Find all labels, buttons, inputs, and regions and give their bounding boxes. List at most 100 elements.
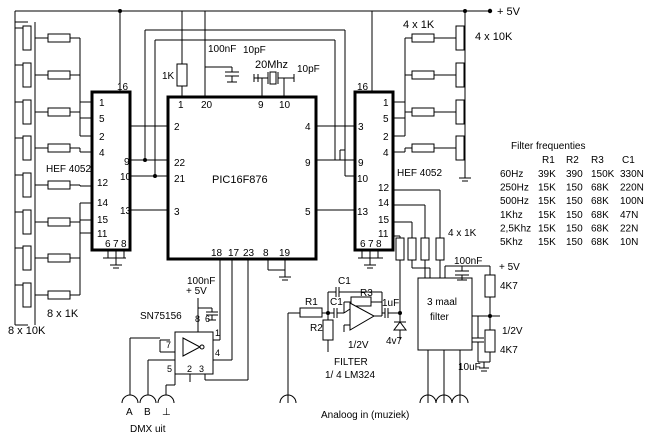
filter-table-cell: 150 <box>566 196 583 207</box>
vcc-label-top: + 5V <box>497 6 521 18</box>
svg-text:17: 17 <box>228 248 240 259</box>
left-mux-chip <box>90 90 132 252</box>
vcc-rail-top <box>15 8 493 14</box>
right-resistor <box>411 70 435 80</box>
mcu-chip <box>166 95 318 261</box>
right-resistor <box>411 107 435 117</box>
filter-block-outputs <box>419 350 469 404</box>
filter-table-cell: 39K <box>538 169 556 180</box>
svg-text:2: 2 <box>383 132 389 143</box>
filter-table-cell: 220N <box>620 183 644 194</box>
left-pot <box>22 282 32 308</box>
right-mux-chip <box>353 90 395 252</box>
mcu-to-right-mux-wires <box>316 30 355 211</box>
svg-text:14: 14 <box>97 198 109 209</box>
left-resistor <box>47 143 71 153</box>
svg-text:7: 7 <box>113 239 119 250</box>
right-pot-ladder <box>459 11 471 182</box>
dmx-out-a: A <box>126 407 133 418</box>
right-resistor <box>411 33 435 43</box>
filter-table-cell: 150K <box>591 169 615 180</box>
filter-table-cell: 150 <box>566 183 583 194</box>
filter-table-cell: 500Hz <box>500 196 529 207</box>
filter-zener: 4v7 <box>386 336 403 347</box>
filter-block-cap-label: 100nF <box>454 256 482 267</box>
filter-table-title: Filter frequenties <box>511 141 585 152</box>
svg-text:1: 1 <box>99 98 105 109</box>
left-pot <box>22 62 32 88</box>
dmx-chip-name: SN75156 <box>140 311 182 322</box>
left-mux-to-mcu-wires <box>130 29 345 211</box>
svg-text:9: 9 <box>124 157 130 168</box>
left-resistor-group <box>47 33 92 300</box>
svg-text:1: 1 <box>178 100 184 111</box>
filter-table-cell: 150 <box>566 210 583 221</box>
mcu-pin-labels: 1 20 9 10 2 22 21 3 4 9 5 18 17 23 8 19 <box>174 100 311 259</box>
mcu-cap-label: 100nF <box>208 44 236 55</box>
svg-text:2: 2 <box>99 132 105 143</box>
left-resistor <box>47 180 71 190</box>
svg-text:6: 6 <box>205 314 210 324</box>
left-resistor <box>47 70 71 80</box>
dmx-wiring <box>129 298 249 390</box>
svg-text:4: 4 <box>383 148 389 159</box>
svg-text:7: 7 <box>368 239 374 250</box>
filter-table-cell: 68K <box>591 196 609 207</box>
svg-text:1: 1 <box>215 328 220 338</box>
svg-text:12: 12 <box>378 183 390 194</box>
svg-text:13: 13 <box>120 206 132 217</box>
filter-table-cell: 330N <box>620 169 644 180</box>
svg-text:5: 5 <box>305 207 311 218</box>
filter-table-cell: 68K <box>591 183 609 194</box>
right-pot <box>455 25 465 51</box>
right-pot <box>455 62 465 88</box>
crystal-freq-label: 20Mhz <box>255 59 288 71</box>
filter-block-r-bottom-label: 4K7 <box>500 345 518 356</box>
svg-text:8: 8 <box>263 248 269 259</box>
dmx-out-b: B <box>144 407 151 418</box>
svg-text:5: 5 <box>383 114 389 125</box>
filter-block-cap-bottom-label: 10uF <box>458 362 481 373</box>
filter-table-cell: 22N <box>620 223 638 234</box>
left-pot <box>22 99 32 125</box>
left-pot <box>22 209 32 235</box>
left-pot-ladder <box>14 11 36 326</box>
svg-text:20: 20 <box>201 100 213 111</box>
dmx-driver-symbol <box>182 337 205 357</box>
dmx-vcc-label: + 5V <box>186 286 207 297</box>
filter-r3: R3 <box>360 288 373 299</box>
svg-text:11: 11 <box>97 229 108 240</box>
svg-text:9: 9 <box>258 100 264 111</box>
input-filter-circuit <box>279 287 407 404</box>
svg-text:10: 10 <box>120 172 132 183</box>
filter-table-cell: 47N <box>620 210 638 221</box>
dmx-cap-label: 100nF <box>187 276 215 287</box>
filter-title-2: 1/ 4 LM324 <box>325 370 375 381</box>
dmx-out-label: DMX uit <box>130 424 166 435</box>
svg-text:21: 21 <box>174 174 186 185</box>
filter-table-cell: 15K <box>538 237 556 248</box>
left-res-label: 8 x 1K <box>47 308 79 320</box>
crystal-cap-right-label: 10pF <box>297 64 320 75</box>
svg-text:5: 5 <box>99 114 105 125</box>
svg-text:14: 14 <box>378 198 390 209</box>
svg-text:7: 7 <box>166 340 171 350</box>
svg-text:8: 8 <box>376 239 382 250</box>
svg-text:3: 3 <box>199 364 204 374</box>
right-pots-label: 4 x 10K <box>475 31 513 43</box>
svg-text:4: 4 <box>215 348 220 358</box>
mcu-reset-circuit <box>176 11 188 97</box>
right-potentiometer-group <box>450 25 465 161</box>
filter-table-header: R3 <box>591 155 604 166</box>
svg-text:10: 10 <box>357 174 369 185</box>
filter-table-cell: 150 <box>566 237 583 248</box>
filter-table-header: C1 <box>622 155 635 166</box>
svg-text:5: 5 <box>167 364 172 374</box>
filter-table-cell: 10N <box>620 237 638 248</box>
triple-filter-block <box>417 277 473 351</box>
reset-res-label: 1K <box>162 71 175 82</box>
mux-output-resistors <box>393 189 445 313</box>
svg-text:9: 9 <box>358 158 364 169</box>
